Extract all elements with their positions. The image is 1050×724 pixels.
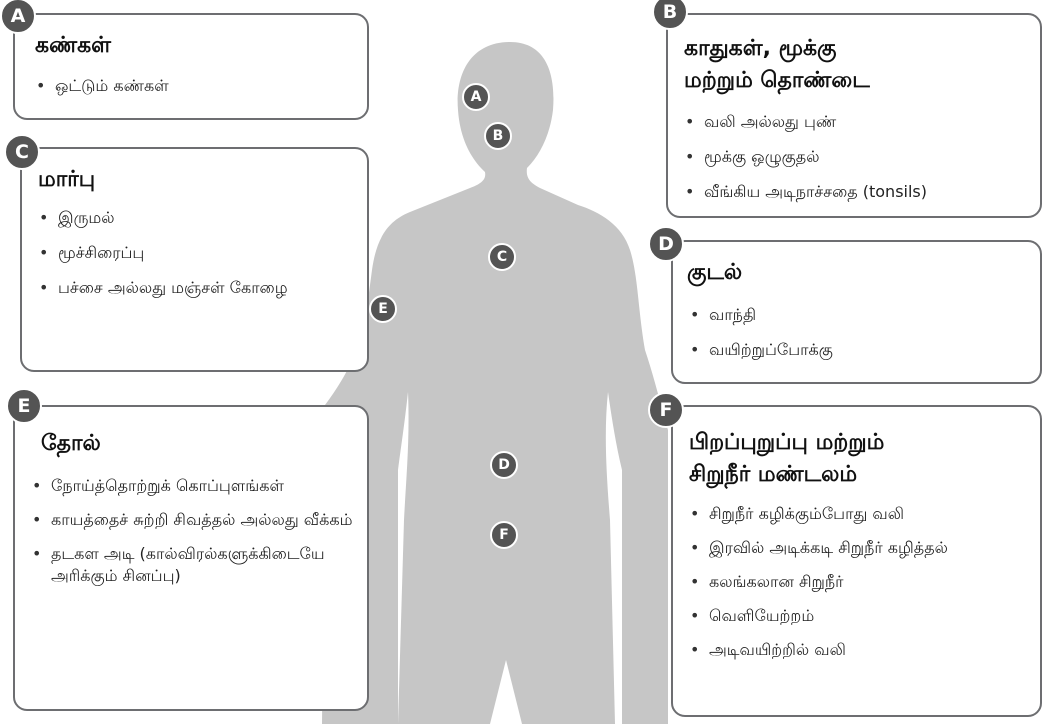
gut-item: வாந்தி <box>681 304 833 326</box>
genitourinary-title: பிறப்புறுப்பு மற்றும் சிறுநீர் மண்டலம் <box>689 427 884 491</box>
genitourinary-item: அடிவயிற்றில் வலி <box>681 639 1021 661</box>
skin-list: நோய்த்தொற்றுக் கொப்புளங்கள் காயத்தைச் சு… <box>23 475 353 599</box>
ears-nose-throat-box: காதுகள், மூக்கு மற்றும் தொண்டை வலி அல்லத… <box>666 13 1042 218</box>
marker-dot-a: A <box>462 83 490 111</box>
gut-item: வயிற்றுப்போக்கு <box>681 339 833 361</box>
chest-item: மூச்சிரைப்பு <box>30 242 350 264</box>
badge-d: D <box>648 226 684 262</box>
eyes-list: ஒட்டும் கண்கள் <box>27 75 169 97</box>
genitourinary-list: சிறுநீர் கழிக்கும்போது வலி இரவில் அடிக்க… <box>681 503 1021 673</box>
ent-item: வலி அல்லது புண் <box>676 111 927 133</box>
eyes-box: கண்கள் ஒட்டும் கண்கள் <box>13 13 369 120</box>
chest-item: பச்சை அல்லது மஞ்சள் கோழை <box>30 277 350 299</box>
genitourinary-item: வெளியேற்றம் <box>681 605 1021 627</box>
genitourinary-item: சிறுநீர் கழிக்கும்போது வலி <box>681 503 1021 525</box>
badge-c: C <box>4 134 40 170</box>
ent-title: காதுகள், மூக்கு மற்றும் தொண்டை <box>684 33 870 97</box>
ent-list: வலி அல்லது புண் மூக்கு ஒழுகுதல் வீங்கிய … <box>676 111 927 216</box>
chest-list: இருமல் மூச்சிரைப்பு பச்சை அல்லது மஞ்சள் … <box>30 207 350 312</box>
gut-list: வாந்தி வயிற்றுப்போக்கு <box>681 304 833 374</box>
badge-f: F <box>648 392 684 428</box>
marker-dot-d: D <box>490 451 518 479</box>
eyes-title: கண்கள் <box>35 33 111 61</box>
skin-title: தோல் <box>41 431 101 459</box>
genitourinary-item: கலங்கலான சிறுநீர் <box>681 571 1021 593</box>
chest-box: மார்பு இருமல் மூச்சிரைப்பு பச்சை அல்லது … <box>20 147 369 372</box>
ent-title-line-1: காதுகள், மூக்கு <box>684 33 870 65</box>
gut-title: குடல் <box>687 260 742 288</box>
genitourinary-box: பிறப்புறுப்பு மற்றும் சிறுநீர் மண்டலம் ச… <box>671 405 1042 717</box>
marker-dot-b: B <box>484 122 512 150</box>
gut-box: குடல் வாந்தி வயிற்றுப்போக்கு <box>671 240 1042 384</box>
eyes-item: ஒட்டும் கண்கள் <box>27 75 169 97</box>
chest-item: இருமல் <box>30 207 350 229</box>
ent-title-line-2: மற்றும் தொண்டை <box>684 65 870 97</box>
marker-dot-c: C <box>488 243 516 271</box>
skin-item: நோய்த்தொற்றுக் கொப்புளங்கள் <box>23 475 353 497</box>
skin-item: காயத்தைச் சுற்றி சிவத்தல் அல்லது வீக்கம் <box>23 509 353 531</box>
skin-box: தோல் நோய்த்தொற்றுக் கொப்புளங்கள் காயத்தை… <box>13 405 369 711</box>
marker-dot-f: F <box>490 521 518 549</box>
genitourinary-item: இரவில் அடிக்கடி சிறுநீர் கழித்தல் <box>681 537 1021 559</box>
ent-item: மூக்கு ஒழுகுதல் <box>676 146 927 168</box>
genitourinary-title-line-2: சிறுநீர் மண்டலம் <box>689 459 884 491</box>
genitourinary-title-line-1: பிறப்புறுப்பு மற்றும் <box>689 427 884 459</box>
skin-item: தடகள அடி (கால்விரல்களுக்கிடையே அரிக்கும்… <box>23 543 353 587</box>
chest-title: மார்பு <box>38 167 95 195</box>
ent-item: வீங்கிய அடிநாச்சதை (tonsils) <box>676 181 927 203</box>
badge-e: E <box>6 388 42 424</box>
marker-dot-e: E <box>369 295 397 323</box>
